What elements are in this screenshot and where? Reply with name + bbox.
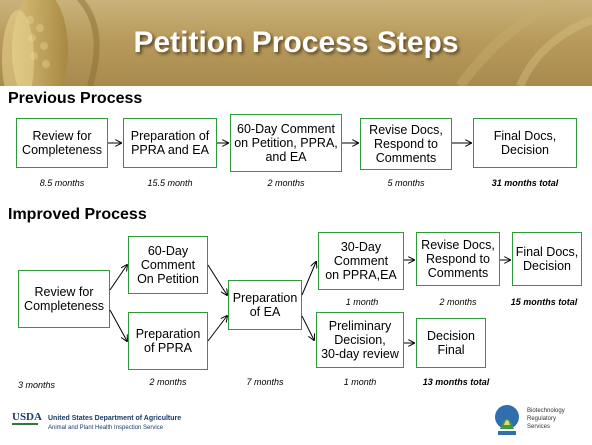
prev-revise-duration: 5 months (387, 178, 425, 188)
arrow-imp-review-comment (109, 265, 127, 291)
corn-background-image (2, 0, 592, 86)
imp-prep-ea-duration: 7 months (246, 377, 284, 387)
prev-comment-box: 60-Day Comment on Petition, PPRA, and EA (230, 114, 342, 172)
imp-decision-box: Decision Final (416, 318, 486, 368)
imp-total-15-duration: 15 months total (510, 297, 578, 307)
prev-revise-box: Revise Docs, Respond to Comments (360, 118, 452, 170)
imp-prep-ppra-box: Preparation of PPRA (128, 312, 208, 370)
prev-final-box: Final Docs, Decision (473, 118, 577, 168)
imp-prep-ea-box: Preparation of EA (228, 280, 302, 330)
imp-prelim-duration: 1 month (343, 377, 377, 387)
imp-comment60-box: 60-Day Comment On Petition (128, 236, 208, 294)
previous-process-heading: Previous Process (8, 90, 143, 107)
prev-review-duration: 8.5 months (39, 178, 85, 188)
prev-review-box: Review for Completeness (16, 118, 108, 168)
brs-logo-text: Biotechnology Regulatory Services (527, 408, 565, 430)
usda-logo-text: USDA (12, 411, 42, 423)
page-title: Petition Process Steps (133, 26, 459, 59)
usda-logo: USDA (12, 411, 42, 429)
imp-comment30-duration: 1 month (345, 297, 379, 307)
arrow-imp-ea-comment30 (301, 262, 316, 296)
imp-comment30-box: 30-Day Comment on PPRA,EA (318, 232, 404, 290)
prev-preparation-box: Preparation of PPRA and EA (123, 118, 217, 168)
imp-revise-box: Revise Docs, Respond to Comments (416, 232, 500, 286)
arrow-imp-ea-prelim (301, 315, 314, 340)
imp-total-13-duration: 13 months total (422, 377, 490, 387)
imp-prep-ppra-duration: 2 months (149, 377, 187, 387)
prev-preparation-duration: 15.5 month (147, 178, 193, 188)
imp-final-box: Final Docs, Decision (512, 232, 582, 286)
usda-agency-name: United States Department of Agriculture (48, 415, 182, 422)
arrow-imp-comment-ea (207, 264, 227, 295)
brs-logo-icon (495, 405, 519, 435)
aphis-agency-name: Animal and Plant Health Inspection Servi… (48, 425, 164, 431)
imp-prelim-box: Preliminary Decision, 30-day review (316, 312, 404, 368)
header-banner: Petition Process Steps (0, 0, 592, 86)
usda-logo-underline (12, 423, 38, 425)
prev-total-duration: 31 months total (491, 178, 559, 188)
imp-review-box: Review for Completeness (18, 270, 110, 328)
improved-process-heading: Improved Process (8, 206, 147, 223)
arrow-imp-ppra-ea (207, 316, 227, 342)
imp-revise-duration: 2 months (439, 297, 477, 307)
arrow-imp-review-ppra (109, 309, 127, 341)
prev-comment-duration: 2 months (267, 178, 305, 188)
imp-review-duration: 3 months (18, 380, 56, 390)
